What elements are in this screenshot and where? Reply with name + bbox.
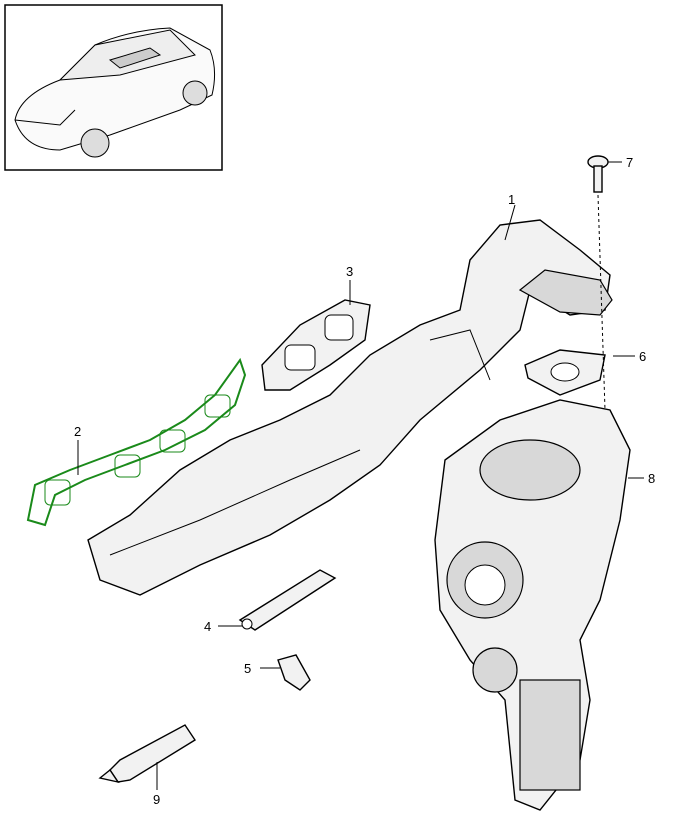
callout-4[interactable]: 4 (204, 619, 211, 634)
bracket[interactable] (238, 569, 337, 631)
exhaust-manifold-pipe[interactable] (87, 219, 613, 596)
manifold-gasket[interactable] (26, 357, 247, 527)
turbocharger[interactable] (434, 399, 631, 811)
bolt[interactable] (587, 155, 609, 193)
callout-6[interactable]: 6 (639, 349, 646, 364)
callout-2[interactable]: 2 (74, 424, 81, 439)
sealant-tube[interactable] (98, 724, 196, 784)
nut[interactable] (277, 654, 311, 691)
callout-1[interactable]: 1 (508, 192, 515, 207)
callout-5[interactable]: 5 (244, 661, 251, 676)
turbo-gasket[interactable] (524, 349, 606, 396)
callout-8[interactable]: 8 (648, 471, 655, 486)
callout-3[interactable]: 3 (346, 264, 353, 279)
vehicle-thumbnail (4, 4, 223, 171)
leader-lines (77, 161, 644, 790)
callout-9[interactable]: 9 (153, 792, 160, 807)
flange-gasket[interactable] (261, 299, 371, 391)
callout-7[interactable]: 7 (626, 155, 633, 170)
